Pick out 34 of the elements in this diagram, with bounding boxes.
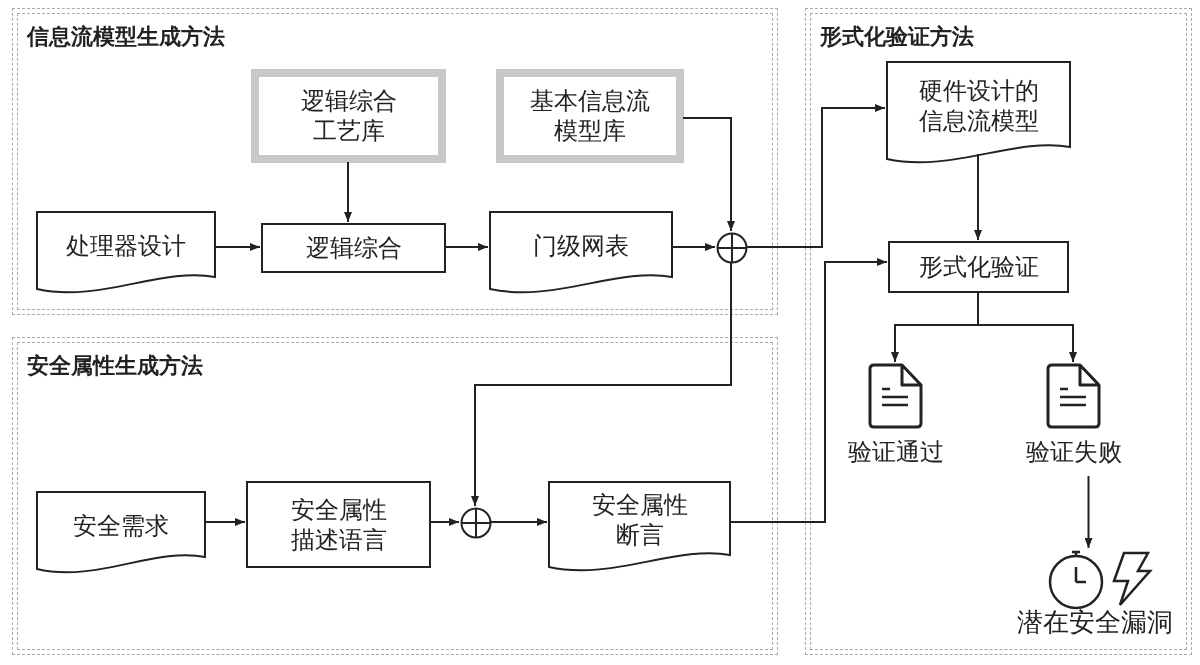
library-box: 基本信息流模型库	[496, 69, 684, 163]
group-title: 安全属性生成方法	[27, 352, 203, 378]
arrow	[682, 117, 735, 232]
process-box: 逻辑综合	[261, 223, 446, 273]
group-frame	[805, 8, 1192, 655]
summing-junction	[460, 507, 492, 539]
library-box: 逻辑综合工艺库	[251, 69, 446, 163]
document-shape: 门级网表	[489, 211, 673, 291]
arrow	[1084, 475, 1093, 549]
summing-junction	[716, 232, 748, 264]
group-frame	[12, 337, 778, 655]
document-shape: 安全属性断言	[548, 481, 731, 569]
group-title: 形式化验证方法	[820, 23, 974, 49]
arrow	[671, 243, 716, 251]
arrow	[729, 258, 888, 523]
arrow	[471, 262, 732, 507]
arrow	[204, 518, 246, 526]
result-label: 验证通过	[847, 437, 945, 467]
arrow	[746, 104, 886, 248]
arrow	[974, 153, 982, 241]
arrow	[429, 518, 460, 526]
document-shape: 硬件设计的信息流模型	[886, 61, 1071, 161]
risk-label: 潜在安全漏洞	[1015, 607, 1174, 637]
process-box: 安全属性描述语言	[246, 481, 431, 568]
document-shape: 处理器设计	[36, 211, 216, 291]
arrow	[214, 243, 261, 251]
group-title: 信息流模型生成方法	[27, 23, 225, 49]
process-box: 形式化验证	[888, 241, 1069, 293]
arrow	[344, 161, 352, 223]
group-frame	[12, 8, 778, 315]
arrow	[490, 518, 548, 526]
arrow	[444, 243, 489, 251]
result-label: 验证失败	[1025, 437, 1123, 467]
document-shape: 安全需求	[36, 491, 206, 571]
